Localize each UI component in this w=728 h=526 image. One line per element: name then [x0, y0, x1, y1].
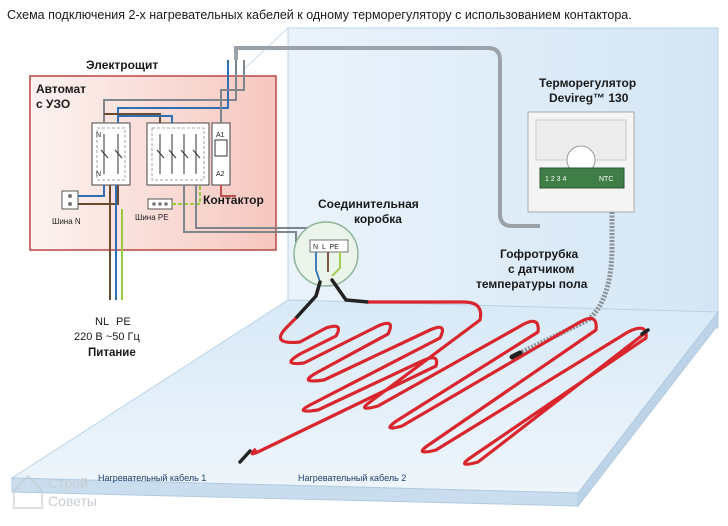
conduit-label-line2: с датчиком	[508, 262, 575, 276]
conduit-label-line3: температуры пола	[476, 277, 588, 291]
cold-leads	[238, 278, 370, 464]
terminal-a1: A1	[216, 132, 225, 139]
watermark-line2: Советы	[48, 493, 97, 509]
diagram-title: Схема подключения 2-х нагревательных каб…	[7, 8, 632, 22]
thermostat-cable	[234, 46, 540, 228]
terminal-a2: A2	[216, 171, 225, 178]
floor-slab	[10, 299, 719, 494]
thermostat-label-line2: Devireg™ 130	[549, 91, 629, 105]
heating-cable-1	[250, 316, 444, 456]
power-label: Питание	[88, 347, 136, 359]
junction-box-label-line2: коробка	[354, 212, 402, 226]
terminal-n-top: N	[96, 132, 101, 139]
junction-terminal-block	[309, 239, 349, 253]
breaker-label-line1: Автомат	[36, 82, 86, 96]
conduit-label-line1: Гофротрубка	[500, 247, 579, 261]
contactor	[146, 122, 231, 186]
room-wall	[287, 27, 719, 329]
contactor-label: Контактор	[203, 193, 264, 207]
thermostat-device	[527, 111, 635, 213]
power-pe: PE	[116, 316, 131, 328]
rcd-breaker	[91, 122, 131, 186]
power-nl: NL	[95, 316, 109, 328]
bus-n	[61, 190, 79, 210]
thermostat-terms-left: 1 2 3 4	[545, 176, 567, 183]
junction-box	[293, 221, 359, 287]
cable-2-end	[640, 328, 650, 336]
thermostat-terms-right: NTC	[599, 176, 613, 183]
watermark-logo	[13, 474, 43, 509]
breaker-label-line2: с УЗО	[36, 97, 70, 111]
cable-2-label: Нагревательный кабель 2	[298, 473, 406, 483]
junction-wiring	[315, 252, 341, 283]
junction-box-label-line1: Соединительная	[318, 197, 419, 211]
bus-pe-label: Шина PE	[135, 213, 169, 222]
watermark-line1: Строй	[48, 475, 88, 491]
panel-title: Электрощит	[86, 58, 158, 72]
terminal-n-bottom: N	[96, 171, 101, 178]
bus-n-label: Шина N	[52, 217, 81, 226]
floor-side	[577, 310, 719, 508]
cable-1-label: Нагревательный кабель 1	[98, 473, 206, 483]
thermostat-label-line1: Терморегулятор	[539, 76, 636, 90]
power-voltage: 220 В ~50 Гц	[74, 331, 140, 343]
junction-terms: N L PE	[313, 244, 339, 251]
sensor-tip	[509, 350, 523, 360]
bus-pe	[147, 198, 173, 210]
